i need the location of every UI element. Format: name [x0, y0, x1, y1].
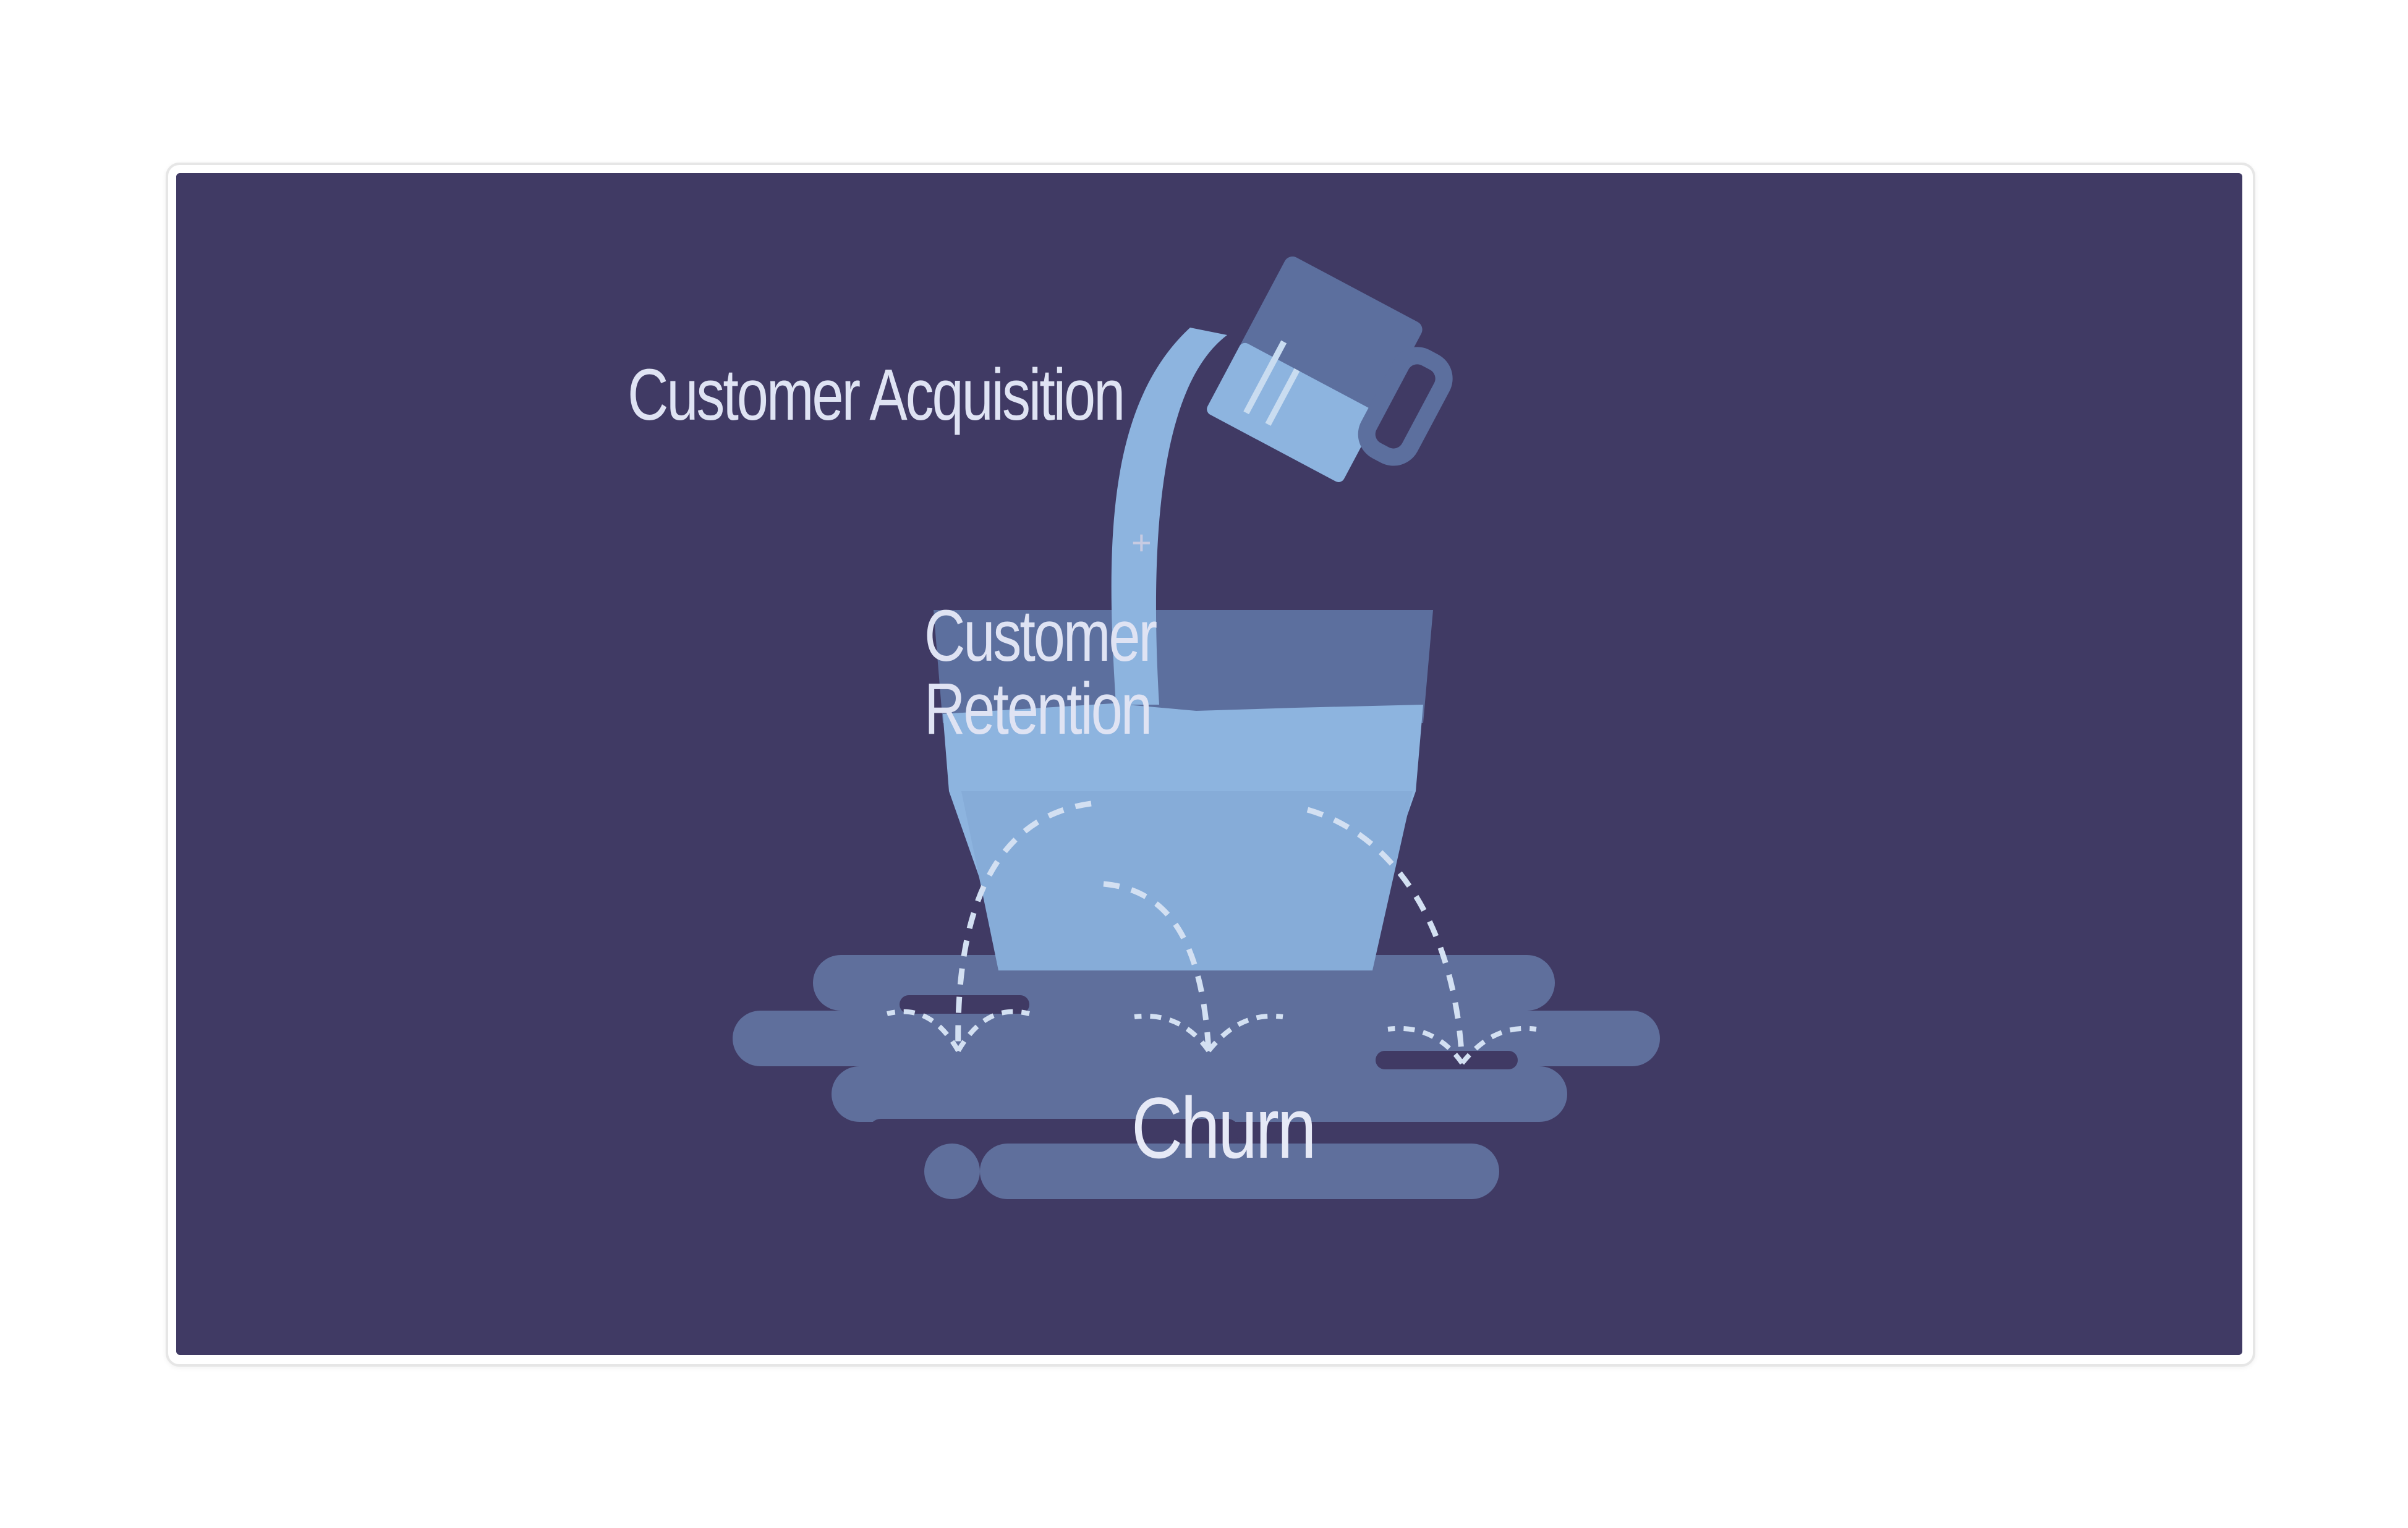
customer-retention-label: Customer Retention	[924, 595, 1157, 750]
jug-water	[1207, 342, 1377, 482]
jug-handle	[1358, 347, 1453, 466]
splash-left-b	[956, 1009, 1030, 1053]
bucket-rim	[934, 610, 1433, 723]
leak-arc-right	[1306, 807, 1465, 1064]
bucket	[934, 610, 1433, 970]
puddle-gap-2	[1376, 1051, 1518, 1069]
leak-arc-center	[1103, 881, 1212, 1051]
puddle-gap-3	[869, 1119, 1240, 1144]
leak-arc-left	[955, 800, 1092, 1051]
churn-label: Churn	[1131, 1079, 1317, 1176]
bucket-body	[961, 791, 1413, 970]
leak-arcs	[955, 800, 1465, 1064]
diagram-panel: Customer Acquisition + Customer Retentio…	[176, 173, 2242, 1355]
retention-line-2: Retention	[924, 668, 1152, 750]
pouring-jug	[1207, 256, 1453, 482]
puddle-stripe-2	[733, 1011, 1660, 1066]
customer-acquisition-label: Customer Acquisition	[628, 354, 1125, 436]
splash-right-b	[1460, 1025, 1537, 1065]
retention-line-1: Customer	[924, 595, 1157, 677]
splash-left-a	[887, 1009, 961, 1053]
leak-splashes	[887, 1009, 1537, 1065]
puddle-stripe-3	[832, 1066, 1567, 1122]
splash-center-a	[1134, 1013, 1211, 1053]
leaky-bucket-illustration	[733, 256, 1660, 1199]
puddle-gaps	[869, 995, 1518, 1144]
splash-right-a	[1387, 1025, 1465, 1065]
jug-mark-1	[1243, 340, 1287, 415]
jug-mark-2	[1265, 368, 1300, 426]
plus-sign: +	[1131, 523, 1152, 562]
puddle-gap-1	[900, 995, 1029, 1014]
puddle-stripe-4	[980, 1144, 1499, 1199]
splash-center-b	[1206, 1013, 1283, 1053]
puddle-drop	[924, 1144, 980, 1199]
pour-stream	[1111, 328, 1227, 705]
